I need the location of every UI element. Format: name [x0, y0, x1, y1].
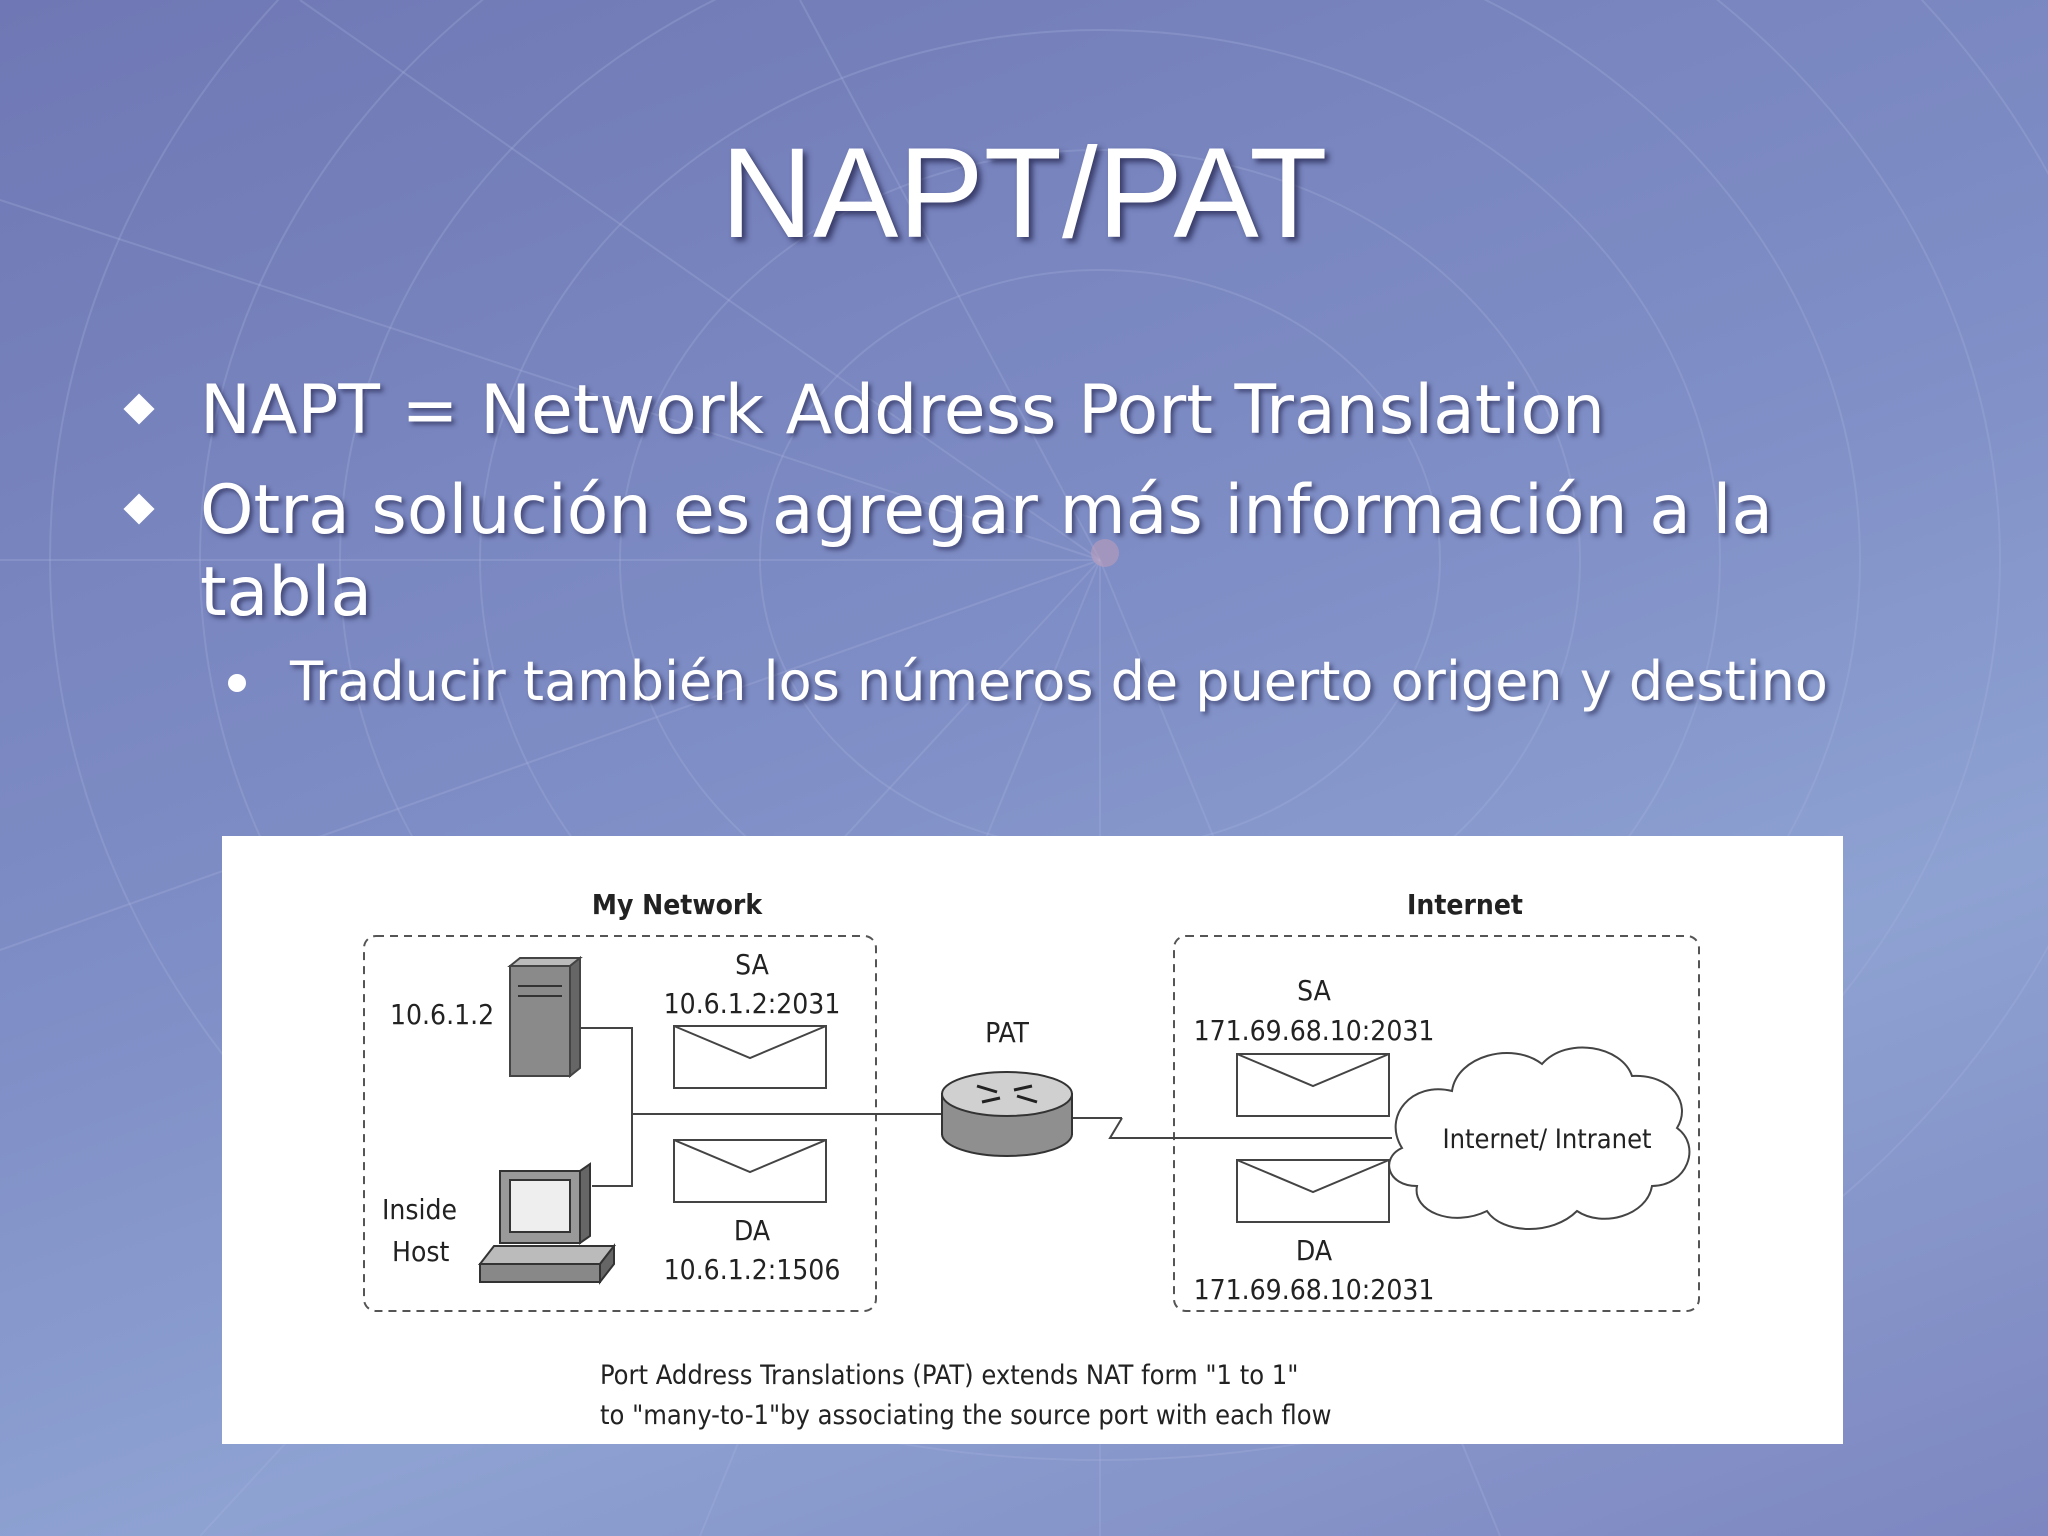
- right-sa-label: SA: [1297, 974, 1332, 1007]
- dot-bullet-icon: [228, 674, 246, 692]
- left-da-value: 10.6.1.2:1506: [664, 1253, 841, 1286]
- inside-host-label-line1: Inside: [382, 1193, 457, 1226]
- my-network-region: [363, 935, 877, 1312]
- pat-label: PAT: [985, 1016, 1029, 1049]
- pat-diagram: My Network Internet 10.6.1.2 Inside Host: [222, 836, 1843, 1444]
- router-icon: [941, 1071, 1073, 1157]
- right-da-value: 171.69.68.10:2031: [1194, 1273, 1435, 1306]
- slide-title: NAPT/PAT: [720, 122, 1328, 265]
- bullet-text: NAPT = Network Address Port Translation: [200, 371, 1606, 450]
- bullet-item: NAPT = Network Address Port Translation: [123, 370, 1840, 452]
- bullet-text: Otra solución es agregar más información…: [200, 471, 1774, 632]
- sub-bullet-item: Traducir también los números de puerto o…: [228, 650, 1990, 714]
- envelope-icon: [1236, 1159, 1390, 1223]
- pat-diagram-svg: My Network Internet 10.6.1.2 Inside Host: [363, 888, 1700, 1431]
- my-network-label: My Network: [592, 888, 763, 921]
- right-da-label: DA: [1296, 1234, 1333, 1267]
- envelope-icon: [673, 1139, 827, 1203]
- caption-line2: to "many-to-1"by associating the source …: [600, 1400, 1331, 1431]
- right-sa-value: 171.69.68.10:2031: [1194, 1014, 1435, 1047]
- server-ip-label: 10.6.1.2: [390, 998, 494, 1031]
- connection-lines: [580, 1027, 1392, 1187]
- caption-line1: Port Address Translations (PAT) extends …: [600, 1360, 1298, 1391]
- cloud-label: Internet/ Intranet: [1442, 1124, 1651, 1155]
- internet-label: Internet: [1407, 888, 1523, 921]
- envelope-icon: [1236, 1053, 1390, 1117]
- server-icon: [507, 955, 583, 1079]
- inside-host-label-line2: Host: [392, 1235, 449, 1268]
- cloud-icon: [1388, 1046, 1691, 1230]
- left-da-label: DA: [734, 1214, 771, 1247]
- left-sa-label: SA: [735, 948, 770, 981]
- inside-host-pc-icon: [477, 1162, 617, 1285]
- bullet-item: Otra solución es agregar más información…: [123, 470, 1840, 634]
- envelope-icon: [673, 1025, 827, 1089]
- internet-region: [1173, 935, 1700, 1312]
- left-sa-value: 10.6.1.2:2031: [664, 987, 841, 1020]
- sub-bullet-text: Traducir también los números de puerto o…: [290, 650, 1828, 713]
